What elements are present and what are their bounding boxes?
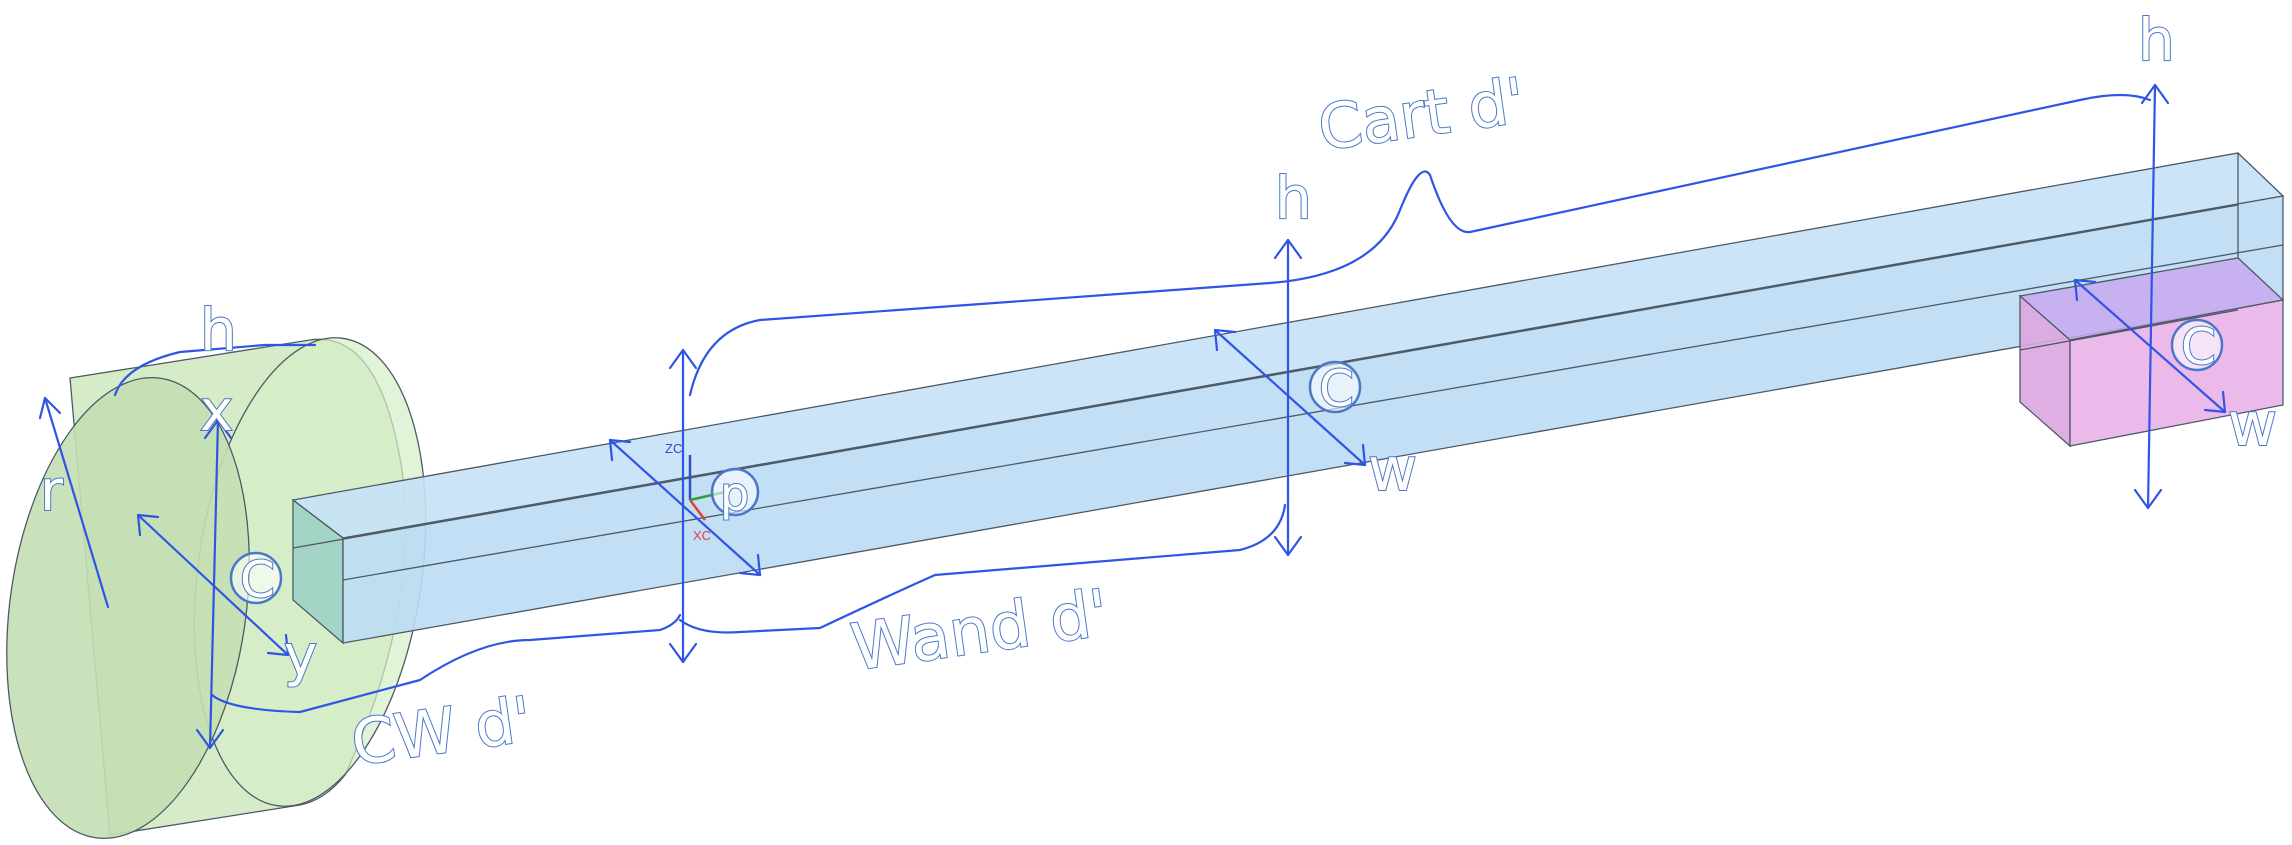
p-w-line <box>608 438 762 577</box>
right-h-arrow-bottom <box>2133 488 2163 510</box>
h-label-right: h <box>2138 6 2175 74</box>
right-w-line <box>2073 278 2227 414</box>
mid-w-arrow-a <box>1213 328 1237 352</box>
mid-h-arrow-bottom <box>1273 535 1303 557</box>
cyl-x-arrow-top <box>203 418 233 440</box>
p-h-arrow-top <box>668 348 698 370</box>
cw-brace <box>210 613 682 714</box>
r-label: r <box>40 459 64 524</box>
mid-w-line <box>1213 328 1367 467</box>
cyl-x-arrow-bottom <box>195 728 225 750</box>
w-label-right: w <box>2228 390 2277 460</box>
labels: Cart d' Wand d' CW d' h h h r x y w w C … <box>39 5 2278 781</box>
mid-w-arrow-b <box>1343 443 1367 467</box>
wand-mid-edge-top <box>342 244 2284 581</box>
wand-label: Wand d' <box>847 577 1113 686</box>
w-label-mid: w <box>1368 435 1417 505</box>
wand-brace <box>678 503 1287 634</box>
p-marker: p <box>710 466 760 522</box>
cyl-r-arrow <box>38 396 62 420</box>
c-marker-mid: C <box>1308 359 1362 419</box>
p-w-arrow-a <box>608 438 632 462</box>
xc-axis-line <box>689 499 706 521</box>
cart-hidden-edge <box>2019 309 2239 351</box>
h-label-cylinder: h <box>200 296 237 364</box>
cyl-y-line <box>136 513 290 657</box>
right-w-arrow-b <box>2203 390 2227 414</box>
right-w-arrow-a <box>2073 278 2097 302</box>
cylinder-front-face <box>6 377 250 839</box>
cyl-y-arrow-a <box>136 513 160 537</box>
cylinder-h-brace <box>113 343 317 397</box>
right-h-arrow-top <box>2140 83 2170 105</box>
mid-h-arrow-top <box>1273 238 1303 260</box>
c-marker-cylinder: C <box>229 550 283 610</box>
cyl-r-line <box>43 396 110 609</box>
cyl-y-arrow-b <box>266 633 290 657</box>
svg-text:p: p <box>720 467 749 521</box>
dimension-lines <box>38 83 2227 750</box>
cart-label: Cart d' <box>1314 64 1529 165</box>
x-label: x <box>200 379 233 444</box>
p-h-arrow-bottom <box>668 642 698 664</box>
cyl-x-line <box>208 418 220 750</box>
p-w-arrow-b <box>738 553 762 577</box>
svg-text:C: C <box>1319 360 1354 418</box>
svg-text:C: C <box>2181 318 2216 376</box>
zc-label: ZC <box>665 441 682 456</box>
h-label-mid: h <box>1275 164 1312 232</box>
xc-label: XC <box>693 528 711 543</box>
c-marker-right: C <box>2170 317 2224 377</box>
cart-brace <box>688 93 2152 397</box>
y-label: y <box>284 624 317 689</box>
svg-text:C: C <box>240 551 275 609</box>
cart-side-face <box>2069 299 2284 447</box>
cart-box <box>2018 257 2285 448</box>
right-h-line <box>2146 83 2157 510</box>
